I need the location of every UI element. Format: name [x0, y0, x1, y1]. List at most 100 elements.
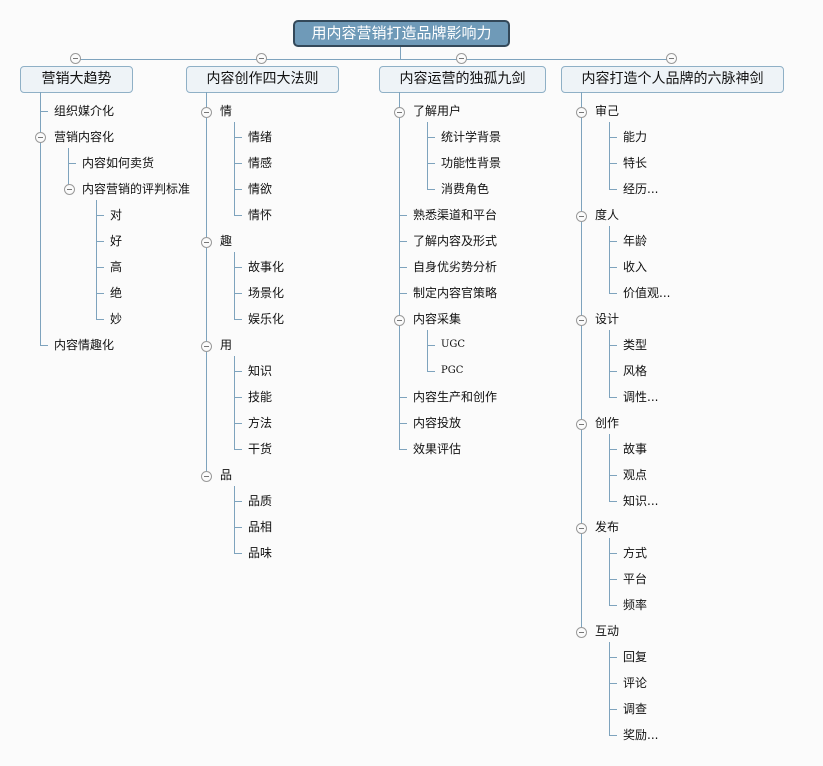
topic-node[interactable]: 发布: [595, 520, 620, 534]
tick: [609, 579, 617, 580]
tick: [234, 449, 242, 450]
topic-node[interactable]: 好: [110, 234, 123, 248]
collapse-toggle-icon[interactable]: [576, 627, 587, 638]
topic-node[interactable]: 审己: [595, 104, 620, 118]
branch-topic-operations[interactable]: 内容运营的独孤九剑: [379, 66, 546, 93]
collapse-toggle-icon[interactable]: [576, 315, 587, 326]
topic-node[interactable]: 收入: [623, 260, 648, 274]
topic-node[interactable]: 故事: [623, 442, 648, 456]
topic-node[interactable]: 方法: [248, 416, 273, 430]
branch-topic-trends[interactable]: 营销大趋势: [20, 66, 133, 93]
topic-node[interactable]: 调性...: [623, 390, 659, 404]
collapse-toggle-icon[interactable]: [35, 132, 46, 143]
topic-node[interactable]: 能力: [623, 130, 648, 144]
topic-node[interactable]: 制定内容官策略: [413, 286, 498, 300]
tick: [68, 163, 76, 164]
sub-spine: [234, 356, 235, 450]
topic-node[interactable]: 度人: [595, 208, 620, 222]
topic-node[interactable]: 绝: [110, 286, 123, 300]
topic-node[interactable]: 营销内容化: [54, 130, 115, 144]
topic-node[interactable]: 内容如何卖货: [82, 156, 155, 170]
topic-node[interactable]: 效果评估: [413, 442, 462, 456]
collapse-toggle-icon[interactable]: [576, 523, 587, 534]
topic-node[interactable]: 内容投放: [413, 416, 462, 430]
topic-node[interactable]: 品: [220, 468, 233, 482]
branch-topic-personal-brand[interactable]: 内容打造个人品牌的六脉神剑: [561, 66, 784, 93]
collapse-toggle-icon[interactable]: [394, 107, 405, 118]
topic-node[interactable]: 年龄: [623, 234, 648, 248]
topic-node[interactable]: UGC: [441, 339, 466, 350]
collapse-toggle-icon[interactable]: [201, 107, 212, 118]
topic-node[interactable]: 回复: [623, 650, 648, 664]
topic-node[interactable]: 功能性背景: [441, 156, 502, 170]
topic-node[interactable]: 情欲: [248, 182, 273, 196]
sub-spine: [68, 148, 69, 191]
topic-node[interactable]: 妙: [110, 312, 123, 326]
collapse-toggle-icon[interactable]: [456, 53, 467, 64]
sub-spine: [96, 200, 97, 319]
topic-node[interactable]: 情绪: [248, 130, 273, 144]
topic-node[interactable]: 熟悉渠道和平台: [413, 208, 498, 222]
topic-node[interactable]: 娱乐化: [248, 312, 285, 326]
topic-node[interactable]: 方式: [623, 546, 648, 560]
collapse-toggle-icon[interactable]: [201, 341, 212, 352]
topic-node[interactable]: PGC: [441, 365, 464, 376]
topic-node[interactable]: 调查: [623, 702, 648, 716]
topic-node[interactable]: 知识...: [623, 494, 659, 508]
collapse-toggle-icon[interactable]: [576, 211, 587, 222]
topic-node[interactable]: 评论: [623, 676, 648, 690]
topic-node[interactable]: 情怀: [248, 208, 273, 222]
topic-node[interactable]: 知识: [248, 364, 273, 378]
branch-topic-creation-rules[interactable]: 内容创作四大法则: [186, 66, 339, 93]
collapse-toggle-icon[interactable]: [201, 237, 212, 248]
topic-node[interactable]: 品相: [248, 520, 273, 534]
topic-node[interactable]: 了解内容及形式: [413, 234, 498, 248]
topic-node[interactable]: 消费角色: [441, 182, 490, 196]
topic-node[interactable]: 干货: [248, 442, 273, 456]
root-topic[interactable]: 用内容营销打造品牌影响力: [293, 20, 510, 47]
collapse-toggle-icon[interactable]: [576, 107, 587, 118]
topic-node[interactable]: 互动: [595, 624, 620, 638]
topic-node[interactable]: 风格: [623, 364, 648, 378]
topic-node[interactable]: 奖励...: [623, 728, 659, 742]
collapse-toggle-icon[interactable]: [576, 419, 587, 430]
topic-node[interactable]: 趣: [220, 234, 233, 248]
topic-node[interactable]: 技能: [248, 390, 273, 404]
topic-node[interactable]: 品质: [248, 494, 273, 508]
topic-node[interactable]: 内容情趣化: [54, 338, 115, 352]
topic-node[interactable]: 自身优劣势分析: [413, 260, 498, 274]
topic-node[interactable]: 频率: [623, 598, 648, 612]
topic-node[interactable]: 情: [220, 104, 233, 118]
topic-node[interactable]: 品味: [248, 546, 273, 560]
tick: [234, 137, 242, 138]
collapse-toggle-icon[interactable]: [70, 53, 81, 64]
topic-node[interactable]: 价值观...: [623, 286, 671, 300]
topic-node[interactable]: 特长: [623, 156, 648, 170]
topic-node[interactable]: 故事化: [248, 260, 285, 274]
topic-node[interactable]: 设计: [595, 312, 620, 326]
collapse-toggle-icon[interactable]: [394, 315, 405, 326]
topic-node[interactable]: 场景化: [248, 286, 285, 300]
topic-node[interactable]: 创作: [595, 416, 620, 430]
tick: [609, 605, 617, 606]
topic-node[interactable]: 内容采集: [413, 312, 462, 326]
topic-node[interactable]: 经历...: [623, 182, 659, 196]
collapse-toggle-icon[interactable]: [666, 53, 677, 64]
topic-node[interactable]: 统计学背景: [441, 130, 502, 144]
topic-node[interactable]: 内容生产和创作: [413, 390, 498, 404]
topic-node[interactable]: 观点: [623, 468, 648, 482]
topic-node[interactable]: 平台: [623, 572, 648, 586]
collapse-toggle-icon[interactable]: [256, 53, 267, 64]
topic-node[interactable]: 用: [220, 338, 233, 352]
tick: [234, 423, 242, 424]
topic-node[interactable]: 高: [110, 260, 123, 274]
topic-node[interactable]: 了解用户: [413, 104, 462, 118]
topic-node[interactable]: 类型: [623, 338, 648, 352]
topic-node[interactable]: 内容营销的评判标准: [82, 182, 191, 196]
tick: [427, 189, 435, 190]
collapse-toggle-icon[interactable]: [64, 184, 75, 195]
topic-node[interactable]: 对: [110, 208, 123, 222]
collapse-toggle-icon[interactable]: [201, 471, 212, 482]
topic-node[interactable]: 组织媒介化: [54, 104, 115, 118]
topic-node[interactable]: 情感: [248, 156, 273, 170]
